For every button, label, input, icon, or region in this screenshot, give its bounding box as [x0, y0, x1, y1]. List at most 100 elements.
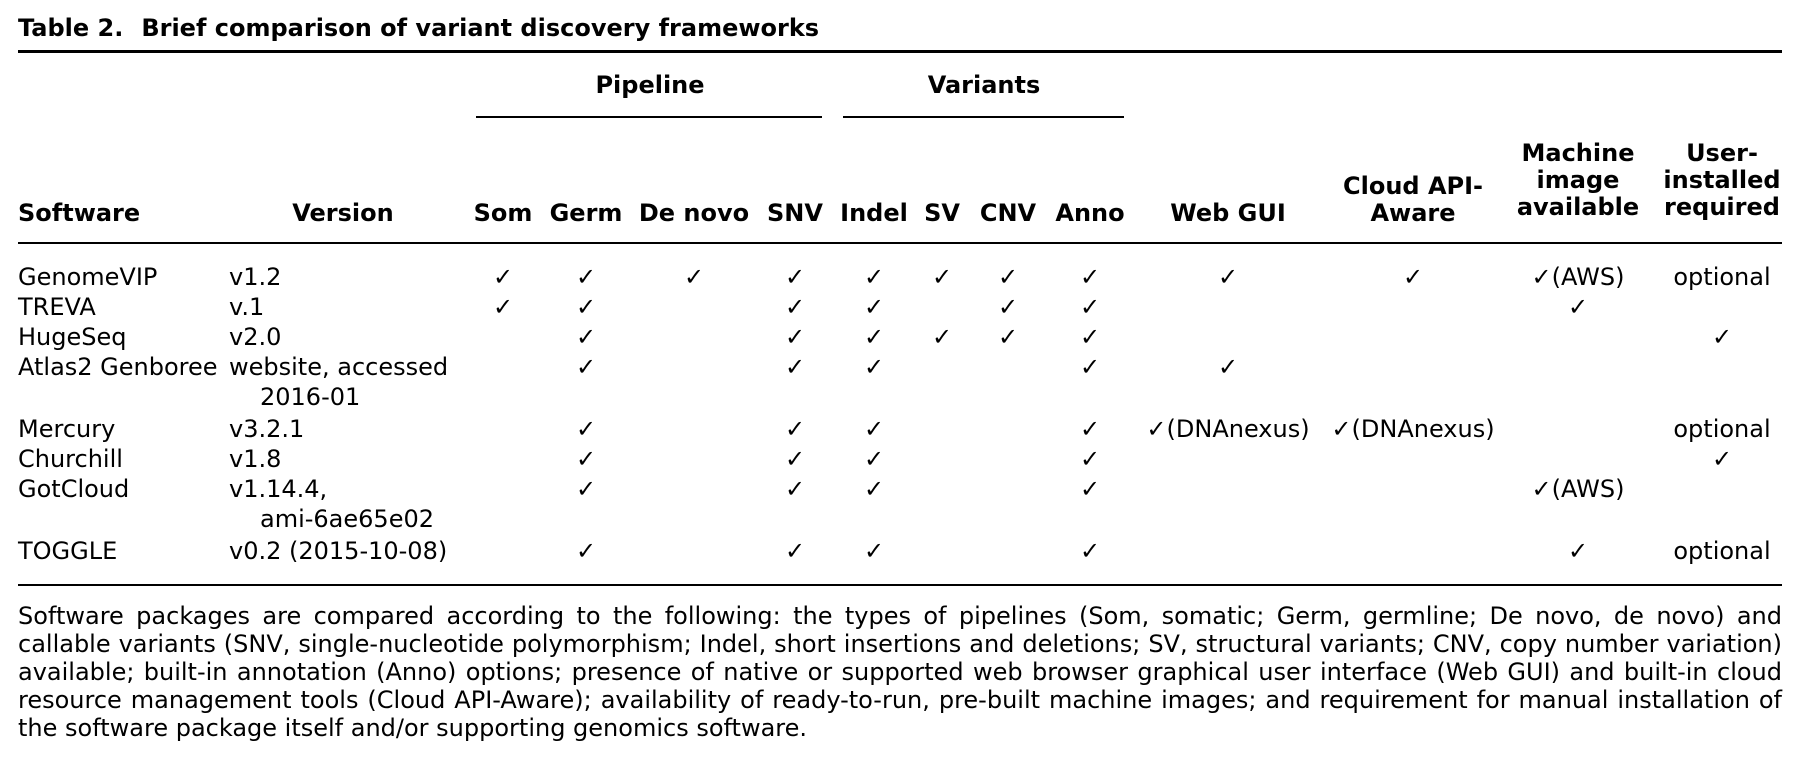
cell-machine: ✓ — [1567, 537, 1589, 565]
cell-germ: ✓ — [575, 415, 597, 443]
cell-webgui: ✓ — [1217, 263, 1239, 291]
cell-cnv: ✓ — [997, 323, 1019, 351]
cell-germ: ✓ — [575, 293, 597, 321]
cell-indel: ✓ — [863, 445, 885, 473]
cell-denovo: ✓ — [683, 263, 705, 291]
column-header-machine-line-1: Machine — [1521, 139, 1635, 167]
cell-version: 2016-01 — [260, 383, 361, 411]
cell-machine: ✓(AWS) — [1531, 263, 1625, 291]
cell-user: optional — [1673, 537, 1771, 565]
cell-anno: ✓ — [1079, 293, 1101, 321]
group-rule-variants — [843, 116, 1124, 118]
column-header-cloud-line-2: Aware — [1370, 199, 1456, 227]
cell-anno: ✓ — [1079, 445, 1101, 473]
cell-snv: ✓ — [784, 263, 806, 291]
column-header-software: Software — [18, 199, 141, 227]
cell-anno: ✓ — [1079, 475, 1101, 503]
cell-snv: ✓ — [784, 293, 806, 321]
column-header-version: Version — [292, 199, 394, 227]
cell-version: v0.2 (2015-10-08) — [229, 537, 448, 565]
cell-software: Atlas2 Genboree — [18, 353, 218, 381]
column-header-machine-line-2: image — [1536, 166, 1620, 194]
cell-anno: ✓ — [1079, 323, 1101, 351]
cell-user: ✓ — [1711, 445, 1733, 473]
cell-germ: ✓ — [575, 353, 597, 381]
cell-software: GotCloud — [18, 475, 130, 503]
cell-indel: ✓ — [863, 293, 885, 321]
column-header-anno: Anno — [1055, 199, 1125, 227]
cell-indel: ✓ — [863, 323, 885, 351]
cell-machine: ✓(AWS) — [1531, 475, 1625, 503]
column-header-user-installed: User- installed required — [1663, 140, 1780, 221]
cell-webgui: ✓ — [1217, 353, 1239, 381]
bottom-rule — [18, 584, 1782, 586]
column-header-snv: SNV — [767, 199, 823, 227]
cell-snv: ✓ — [784, 445, 806, 473]
cell-som: ✓ — [492, 263, 514, 291]
column-header-machine-image: Machine image available — [1517, 140, 1639, 221]
column-header-cloud-api-aware: Cloud API- Aware — [1343, 173, 1483, 227]
column-header-germ: Germ — [549, 199, 623, 227]
cell-software: GenomeVIP — [18, 263, 158, 291]
table-caption-text: Brief comparison of variant discovery fr… — [141, 14, 820, 42]
column-header-som: Som — [473, 199, 533, 227]
group-rule-pipeline — [476, 116, 822, 118]
cell-indel: ✓ — [863, 475, 885, 503]
cell-indel: ✓ — [863, 353, 885, 381]
cell-software: Churchill — [18, 445, 123, 473]
cell-software: HugeSeq — [18, 323, 127, 351]
group-header-pipeline: Pipeline — [595, 71, 705, 99]
cell-sv: ✓ — [931, 323, 953, 351]
cell-version: v1.14.4, — [229, 475, 328, 503]
cell-snv: ✓ — [784, 353, 806, 381]
cell-sv: ✓ — [931, 263, 953, 291]
cell-germ: ✓ — [575, 323, 597, 351]
cell-version: ami-6ae65e02 — [260, 505, 434, 533]
header-rule — [18, 242, 1782, 244]
cell-webgui: ✓(DNAnexus) — [1146, 415, 1310, 443]
cell-anno: ✓ — [1079, 263, 1101, 291]
cell-cnv: ✓ — [997, 263, 1019, 291]
cell-cloud: ✓(DNAnexus) — [1331, 415, 1495, 443]
cell-indel: ✓ — [863, 537, 885, 565]
cell-snv: ✓ — [784, 475, 806, 503]
column-header-cnv: CNV — [979, 199, 1037, 227]
cell-germ: ✓ — [575, 537, 597, 565]
cell-software: Mercury — [18, 415, 116, 443]
cell-version: v1.2 — [229, 263, 282, 291]
cell-germ: ✓ — [575, 263, 597, 291]
column-header-indel: Indel — [840, 199, 908, 227]
cell-som: ✓ — [492, 293, 514, 321]
cell-version: v.1 — [229, 293, 265, 321]
table-footnote: Software packages are compared according… — [18, 602, 1782, 742]
cell-indel: ✓ — [863, 263, 885, 291]
column-header-user-line-3: required — [1664, 193, 1780, 221]
cell-user: ✓ — [1711, 323, 1733, 351]
cell-anno: ✓ — [1079, 415, 1101, 443]
cell-anno: ✓ — [1079, 353, 1101, 381]
cell-user: optional — [1673, 263, 1771, 291]
cell-cloud: ✓ — [1402, 263, 1424, 291]
table-caption-label: Table 2. — [18, 14, 124, 42]
table-caption: Table 2. Brief comparison of variant disc… — [18, 14, 819, 42]
cell-software: TREVA — [18, 293, 96, 321]
cell-version: website, accessed — [229, 353, 449, 381]
cell-snv: ✓ — [784, 323, 806, 351]
cell-indel: ✓ — [863, 415, 885, 443]
cell-version: v1.8 — [229, 445, 282, 473]
cell-machine: ✓ — [1567, 293, 1589, 321]
group-header-variants: Variants — [927, 71, 1041, 99]
column-header-machine-line-3: available — [1516, 193, 1640, 221]
cell-germ: ✓ — [575, 475, 597, 503]
column-header-sv: SV — [924, 199, 960, 227]
top-rule — [18, 50, 1782, 53]
column-header-denovo: De novo — [638, 199, 750, 227]
cell-software: TOGGLE — [18, 537, 118, 565]
column-header-user-line-2: installed — [1663, 166, 1781, 194]
column-header-cloud-line-1: Cloud API- — [1342, 172, 1484, 200]
cell-version: v2.0 — [229, 323, 282, 351]
cell-cnv: ✓ — [997, 293, 1019, 321]
cell-snv: ✓ — [784, 415, 806, 443]
column-header-user-line-1: User- — [1686, 139, 1758, 167]
